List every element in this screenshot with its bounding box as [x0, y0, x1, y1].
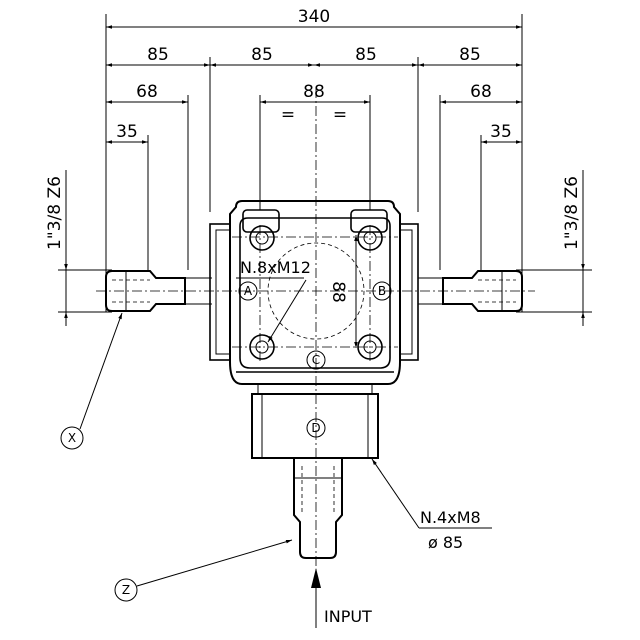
callout-flange-holes: N.4xM8 — [420, 508, 481, 527]
gearbox-housing — [209, 200, 419, 394]
dimension-lines — [64, 25, 585, 348]
leader-lines — [79, 277, 492, 587]
bolt-hole-br — [357, 334, 383, 360]
dim-35-left: 35 — [116, 122, 138, 142]
equal-mark-left: = — [281, 105, 295, 125]
dim-88-top: 88 — [303, 82, 325, 102]
input-arrow — [311, 568, 321, 628]
svg-text:A: A — [244, 284, 253, 298]
dim-68-right: 68 — [470, 82, 492, 102]
center-lines — [96, 88, 535, 580]
bolt-hole-tr — [357, 225, 383, 251]
marker-c: C — [306, 350, 326, 370]
dim-85-b: 85 — [251, 45, 273, 65]
dim-85-a: 85 — [147, 45, 169, 65]
marker-x: X — [60, 426, 84, 450]
bolt-hole-tl — [249, 225, 275, 251]
dim-85-c: 85 — [355, 45, 377, 65]
bolt-holes — [249, 225, 383, 360]
dim-340: 340 — [298, 7, 330, 27]
svg-text:C: C — [312, 353, 320, 367]
bolt-hole-bl — [249, 334, 275, 360]
dim-88-vertical: 88 — [328, 281, 348, 303]
callout-flange-diameter: ø 85 — [428, 533, 463, 552]
dim-68-left: 68 — [136, 82, 158, 102]
marker-d: D — [306, 418, 326, 438]
dimension-texts: 340 85 85 85 85 68 68 88 = = 35 35 88 1"… — [45, 7, 582, 303]
equal-mark-right: = — [333, 105, 347, 125]
shaft-spec-left: 1"3/8 Z6 — [45, 176, 65, 250]
marker-a: A — [238, 281, 258, 301]
right-output-shaft — [418, 270, 523, 312]
callout-top-holes: N.8xM12 — [240, 258, 311, 277]
svg-text:B: B — [378, 284, 386, 298]
svg-text:D: D — [311, 421, 320, 435]
dim-85-d: 85 — [459, 45, 481, 65]
svg-text:Z: Z — [122, 583, 130, 597]
left-output-shaft — [105, 270, 212, 312]
input-shaft — [293, 457, 343, 559]
svg-text:X: X — [68, 431, 76, 445]
input-label: INPUT — [324, 607, 372, 626]
shaft-spec-right: 1"3/8 Z6 — [562, 176, 582, 250]
marker-b: B — [372, 281, 392, 301]
marker-z: Z — [114, 578, 138, 602]
dim-35-right: 35 — [490, 122, 512, 142]
extension-lines — [58, 14, 592, 313]
